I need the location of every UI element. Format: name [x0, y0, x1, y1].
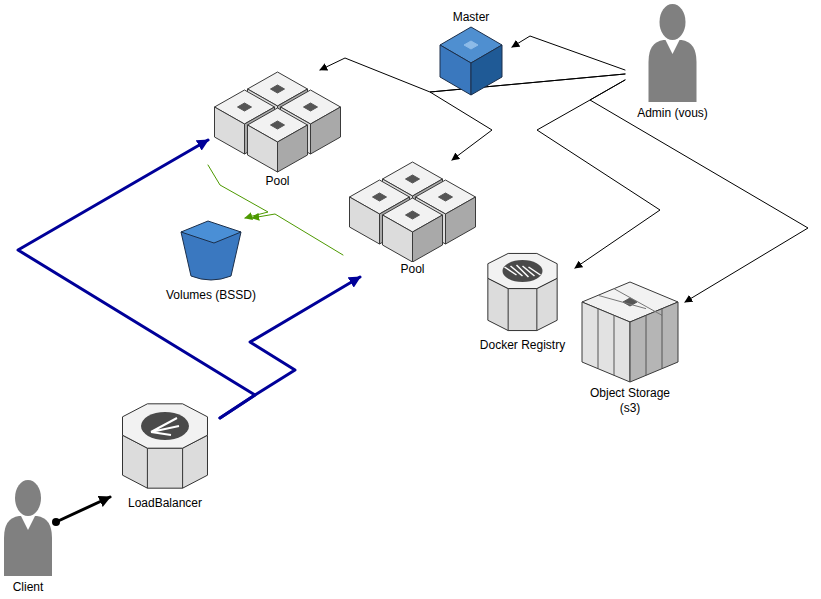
edge-group: [18, 36, 808, 522]
box-edge: [536, 289, 537, 331]
cube-mark: [623, 298, 637, 306]
icon-group: [181, 221, 241, 280]
person-collar: [21, 516, 35, 530]
registry-emblem: [503, 260, 543, 282]
storage-divider: [598, 309, 599, 369]
icon-group: [123, 404, 208, 488]
registry-stripe: [511, 266, 523, 276]
node-icon: [343, 160, 482, 262]
cube-mark: [406, 175, 420, 183]
node-label: Pool: [400, 262, 424, 277]
connector: [18, 140, 255, 418]
registry-stripe: [505, 267, 517, 275]
cube-left: [582, 302, 630, 382]
node-icon: [155, 218, 267, 288]
service-node: Object Storage (s3): [575, 280, 685, 416]
cube-right: [446, 197, 476, 244]
node-icon: [430, 25, 512, 97]
person-body: [649, 40, 697, 102]
person-head: [15, 480, 41, 516]
node-label: LoadBalancer: [128, 496, 202, 511]
connector: [590, 80, 808, 302]
service-node: LoadBalancer: [110, 400, 220, 511]
icon-group: [488, 253, 557, 330]
node-label: Master: [453, 10, 490, 25]
node-label: Docker Registry: [480, 338, 565, 353]
icon-group: [649, 4, 697, 102]
cube-mark: [464, 41, 478, 49]
cube-right: [471, 45, 502, 95]
service-node: Pool: [343, 160, 482, 277]
connector: [512, 36, 625, 70]
service-node: Pool: [208, 70, 347, 189]
node-icon: [470, 250, 575, 338]
cube-right: [413, 215, 443, 262]
cube-right: [278, 125, 308, 172]
box-top: [123, 404, 208, 448]
service-node: Client: [0, 476, 56, 595]
cube-right: [630, 302, 678, 382]
storage-divider: [646, 315, 647, 375]
lb-emblem: [141, 412, 189, 440]
node-label: Admin (vous): [637, 106, 708, 121]
box-top: [488, 253, 557, 288]
node-label: Client: [13, 580, 44, 595]
icon-group: [350, 162, 476, 262]
icon-group: [440, 27, 502, 95]
person-body: [4, 516, 52, 576]
storage-divider: [598, 295, 646, 308]
cube-mark: [406, 211, 420, 219]
box-edge: [182, 448, 183, 488]
node-icon: [575, 280, 685, 386]
connector: [208, 165, 268, 218]
service-node: Admin (vous): [625, 0, 720, 121]
volume-top: [181, 221, 241, 243]
cube-mark: [373, 193, 387, 201]
node-icon: [110, 400, 220, 496]
cube-mark: [271, 121, 285, 129]
icon-group: [4, 480, 52, 576]
cube-left: [383, 215, 413, 262]
cube-left: [248, 125, 278, 172]
connector: [56, 497, 110, 522]
cube-mark: [439, 193, 453, 201]
cube-mark: [304, 103, 318, 111]
registry-stripe: [529, 267, 541, 275]
node-label: Volumes (BSSD): [166, 288, 256, 303]
person-collar: [666, 40, 680, 54]
lb-arrows: [151, 418, 179, 435]
cube-mark: [238, 103, 252, 111]
cube-left: [215, 107, 245, 154]
cube-left: [440, 45, 471, 95]
cube-left: [350, 197, 380, 244]
cube-mark: [271, 85, 285, 93]
box-edge: [147, 448, 148, 488]
node-icon: [208, 70, 347, 174]
icon-group: [215, 72, 341, 172]
service-node: Master: [430, 10, 512, 97]
person-head: [660, 4, 686, 40]
cube-right: [311, 107, 341, 154]
storage-divider: [662, 309, 663, 369]
connector: [252, 214, 343, 255]
box-edge: [508, 289, 509, 331]
service-node: Volumes (BSSD): [155, 218, 267, 303]
node-icon: [625, 0, 720, 106]
node-label: Pool: [265, 174, 289, 189]
node-label: Object Storage (s3): [584, 386, 676, 416]
icon-group: [582, 282, 678, 382]
node-icon: [0, 476, 56, 580]
storage-divider: [614, 315, 615, 375]
service-node: Docker Registry: [470, 250, 575, 353]
